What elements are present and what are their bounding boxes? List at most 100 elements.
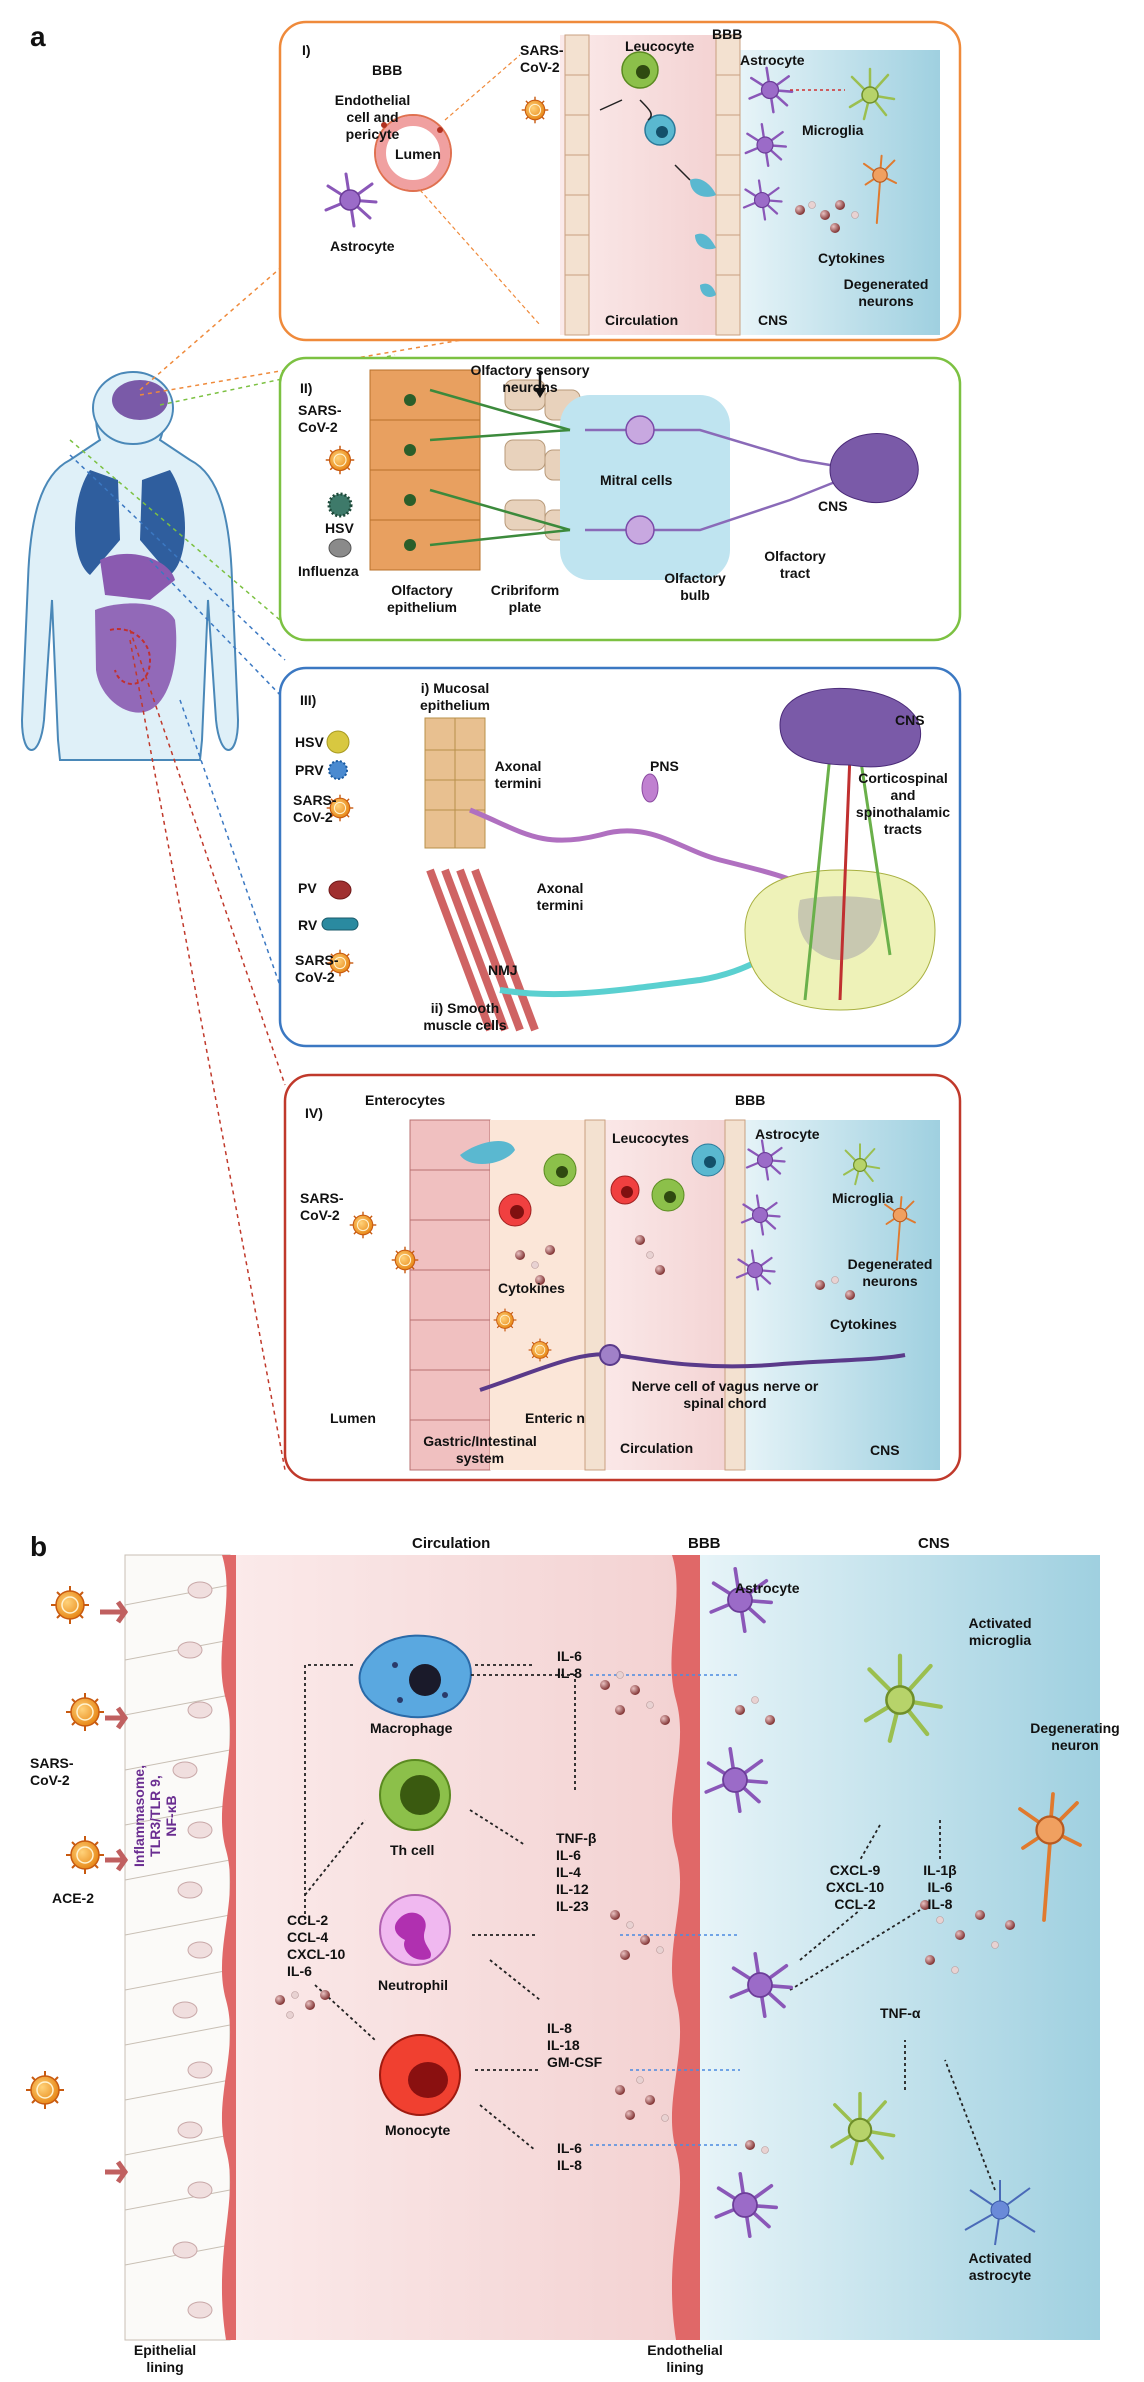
box-i-astrocyte-left-label: Astrocyte xyxy=(330,238,395,254)
box-iv-astrocyte-label: Astrocyte xyxy=(755,1126,820,1142)
vagus-nerve-fiber xyxy=(479,1352,906,1392)
box-iv-roman: IV) xyxy=(305,1105,323,1121)
box-iii-nmj-label: NMJ xyxy=(488,962,518,978)
neutrophil-cell xyxy=(379,1894,451,1966)
panel-b-tnfa-label: TNF-α xyxy=(880,2005,921,2021)
panel-a-letter: a xyxy=(30,21,46,52)
box-i-astrocyte-right-label: Astrocyte xyxy=(740,52,805,68)
panel-b-neutrophil-label: Neutrophil xyxy=(378,1977,448,1993)
pns-axon xyxy=(469,807,832,903)
epithelial-lining xyxy=(124,1554,231,2341)
box-iv-cytokines-right-label: Cytokines xyxy=(830,1316,897,1332)
cns-brain-box-ii xyxy=(829,433,919,504)
panel-b-bbb-label: BBB xyxy=(688,1535,721,1552)
box-iii-pv-label: PV xyxy=(298,880,317,896)
box-i-leucocyte-label: Leucocyte xyxy=(625,38,695,54)
monocyte-cell xyxy=(379,2034,461,2116)
box-iv-enteric-label: Enteric n xyxy=(525,1410,585,1426)
box-iii-sars2-label: SARS-CoV-2 xyxy=(295,952,339,985)
olfactory-bulb-region xyxy=(560,395,730,580)
box-ii-roman: II) xyxy=(300,380,313,396)
box-iv-lumen-label: Lumen xyxy=(330,1410,376,1426)
human-body-illustration xyxy=(20,371,240,761)
box-ii-sars-label: SARS-CoV-2 xyxy=(298,402,342,435)
box-iii-sars1-label: SARS-CoV-2 xyxy=(293,792,337,825)
box-i-roman: I) xyxy=(302,42,311,58)
box-iv-microglia-label: Microglia xyxy=(832,1190,894,1206)
panel-b-ace2-label: ACE-2 xyxy=(52,1890,95,1906)
box-iii-cns-label: CNS xyxy=(895,712,925,728)
panel-b-receptors-label: Inflammasome,TLR3/TLR 9,NF-κB xyxy=(131,1765,179,1867)
box-iii-roman: III) xyxy=(300,692,317,708)
panel-b-letter: b xyxy=(30,1531,48,1562)
panel-b-cns-label: CNS xyxy=(918,1535,950,1552)
box-iii-prv-label: PRV xyxy=(295,762,324,778)
panel-b-macrophage-label: Macrophage xyxy=(370,1720,453,1736)
box-iv-cytokines-left-label: Cytokines xyxy=(498,1280,565,1296)
box-ii-cns-label: CNS xyxy=(818,498,848,514)
box-i-cytokines-label: Cytokines xyxy=(818,250,885,266)
lumen-ring xyxy=(376,116,450,190)
box-iii-hsv-label: HSV xyxy=(295,734,324,750)
box-ii-mitral-label: Mitral cells xyxy=(600,472,673,488)
box-iv-leucocytes-label: Leucocytes xyxy=(612,1130,690,1146)
box-i-bbb-left-label: BBB xyxy=(372,62,403,78)
smooth-muscle-cells xyxy=(426,868,539,1032)
box-i-cns-label: CNS xyxy=(758,312,788,328)
panel-b-th-cell-label: Th cell xyxy=(390,1842,435,1858)
box-ii-influenza-label: Influenza xyxy=(298,563,359,579)
enterocyte-column xyxy=(409,1119,491,1471)
box-iv-bbb-label: BBB xyxy=(735,1092,766,1108)
macrophage-cell xyxy=(358,1634,472,1719)
panel-b-monocyte-label: Monocyte xyxy=(385,2122,451,2138)
cns-brain-box-iii xyxy=(779,687,922,768)
box-ii-hsv-label: HSV xyxy=(325,520,354,536)
th-cell xyxy=(379,1759,451,1831)
endothelial-lining xyxy=(671,1555,700,2340)
panel-b-circulation-label: Circulation xyxy=(412,1535,491,1552)
box-iv-enterocytes-label: Enterocytes xyxy=(365,1092,446,1108)
virus-particle xyxy=(50,1585,90,1625)
panel-b-sars-label: SARS-CoV-2 xyxy=(30,1755,74,1788)
box-i-circulation-label: Circulation xyxy=(605,312,679,328)
box-i-lumen-label: Lumen xyxy=(395,146,441,162)
panel-b-astrocyte-label: Astrocyte xyxy=(735,1580,800,1596)
box-i-bbb-top-label: BBB xyxy=(712,26,743,42)
box-iv-sars-label: SARS-CoV-2 xyxy=(300,1190,344,1223)
box-iii-rv-label: RV xyxy=(298,917,318,933)
box-i-microglia-label: Microglia xyxy=(802,122,864,138)
activated-astrocyte-cell xyxy=(964,2180,1036,2246)
bbb-endothelial-column xyxy=(564,34,741,336)
box-iv-cns-label: CNS xyxy=(870,1442,900,1458)
box-iv-circulation-label: Circulation xyxy=(620,1440,694,1456)
box-i-sars-label: SARS-CoV-2 xyxy=(520,42,564,75)
box-iii-pns-label: PNS xyxy=(650,758,679,774)
